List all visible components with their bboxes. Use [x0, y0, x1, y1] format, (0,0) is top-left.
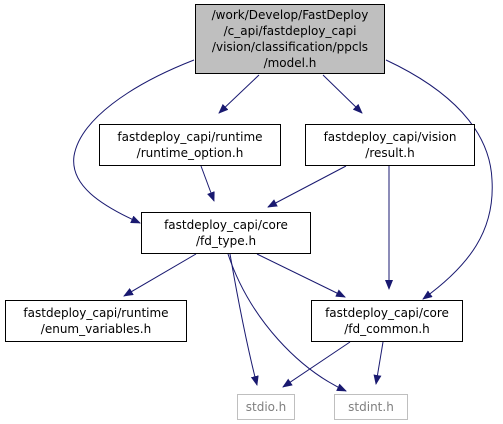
node-label-line: fastdeploy_capi/runtime	[23, 306, 169, 320]
edge-fd_type-to-stdio	[229, 253, 259, 386]
node-label-line: /model.h	[263, 56, 317, 70]
node-label-line: /fd_type.h	[195, 234, 257, 248]
edge-model_h-to-runtime_option	[218, 74, 260, 114]
edge-fd_type-to-fd_common	[256, 253, 346, 298]
edge-model_h-to-fd_common	[385, 59, 493, 300]
node-fd-common-h[interactable]: fastdeploy_capi/core/fd_common.h	[311, 300, 463, 342]
node-label-line: stdint.h	[348, 400, 394, 414]
edge-vision_result-to-fd_type	[267, 165, 347, 208]
node-runtime-option-h[interactable]: fastdeploy_capi/runtime/runtime_option.h	[99, 124, 281, 166]
edge-fd_common-to-stdio	[282, 341, 351, 388]
node-model-h[interactable]: /work/Develop/FastDeploy/c_api/fastdeplo…	[195, 4, 385, 74]
edge-fd_type-to-enum_variables	[123, 253, 197, 297]
node-label-line: /work/Develop/FastDeploy	[211, 8, 369, 22]
node-label-line: /vision/classification/ppcls	[211, 40, 369, 54]
node-label-line: fastdeploy_capi/core	[325, 306, 449, 320]
node-label-line: /runtime_option.h	[136, 146, 244, 160]
node-label-line: /c_api/fastdeploy_capi	[223, 24, 357, 38]
node-vision-result-h[interactable]: fastdeploy_capi/vision/result.h	[305, 124, 475, 166]
edge-fd_common-to-stdint	[373, 341, 384, 385]
node-label-line: /result.h	[365, 146, 415, 160]
node-stdint-h[interactable]: stdint.h	[334, 394, 408, 420]
node-label-line: fastdeploy_capi/core	[164, 218, 288, 232]
node-label-line: /fd_common.h	[344, 322, 430, 336]
node-label-line: fastdeploy_capi/vision	[323, 130, 457, 144]
edge-model_h-to-vision_result	[322, 74, 363, 114]
node-label-line: fastdeploy_capi/runtime	[117, 130, 263, 144]
node-label-line: stdio.h	[245, 400, 287, 414]
edge-model_h-to-fd_type	[73, 59, 195, 224]
edge-fd_type-to-stdint	[227, 253, 347, 392]
node-stdio-h[interactable]: stdio.h	[237, 394, 295, 420]
node-enum-variables-h[interactable]: fastdeploy_capi/runtime/enum_variables.h	[5, 300, 187, 342]
edge-runtime_option-to-fd_type	[200, 165, 215, 202]
node-fd-type-h[interactable]: fastdeploy_capi/core/fd_type.h	[141, 212, 311, 254]
node-label-line: /enum_variables.h	[40, 322, 152, 336]
